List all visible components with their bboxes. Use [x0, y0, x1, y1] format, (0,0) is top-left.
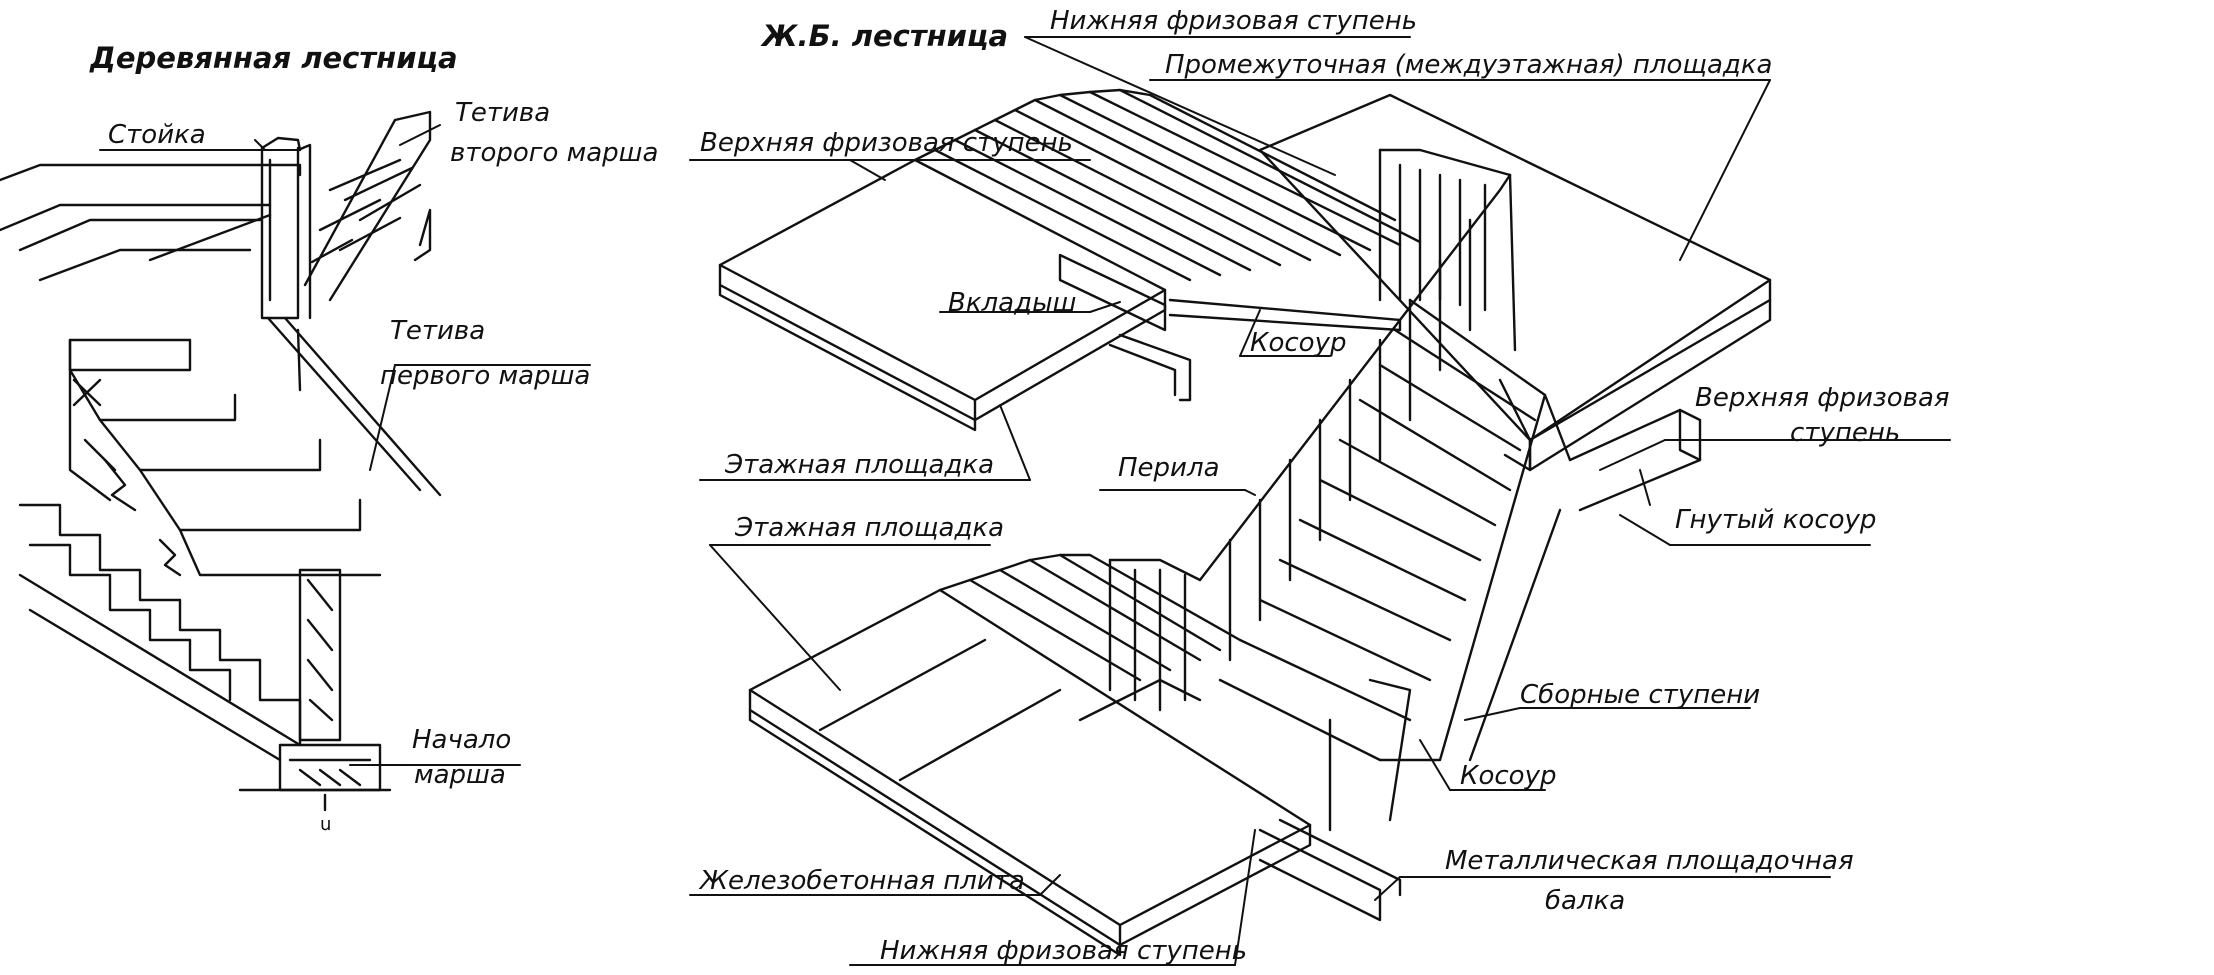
label-stringer-lower: Косоур	[1460, 761, 1557, 791]
label-stringer-first-line2: первого марша	[380, 361, 591, 391]
label-stringer-second-line2: второго марша	[450, 138, 659, 168]
label-rc-slab: Железобетонная плита	[700, 866, 1025, 896]
label-insert: Вкладыш	[948, 288, 1077, 318]
label-metal-landing-beam-line1: Металлическая площадочная	[1445, 846, 1854, 876]
label-flight-start-line1: Начало	[412, 725, 512, 755]
label-stringer-upper: Косоур	[1250, 328, 1347, 358]
wooden-stair-drawing: u	[0, 110, 442, 835]
label-prefab-steps: Сборные ступени	[1520, 680, 1761, 710]
label-upper-frieze-step-left: Верхняя фризовая ступень	[700, 128, 1073, 158]
concrete-stair-drawing	[718, 88, 1772, 957]
label-railing: Перила	[1118, 453, 1220, 483]
label-post: Стойка	[108, 120, 206, 150]
label-upper-frieze-step-right-line2: ступень	[1790, 418, 1901, 448]
label-upper-frieze-step-right-line1: Верхняя фризовая	[1695, 383, 1950, 413]
label-lower-frieze-step-top: Нижняя фризовая ступень	[1050, 6, 1418, 36]
label-intermediate-landing: Промежуточная (междуэтажная) площадка	[1165, 50, 1773, 80]
label-floor-landing-upper: Этажная площадка	[725, 450, 995, 480]
leader-lines	[99, 36, 1951, 966]
concrete-stair-title: Ж.Б. лестница	[762, 19, 1009, 53]
label-floor-landing-lower: Этажная площадка	[735, 513, 1005, 543]
label-flight-start-line2: марша	[414, 760, 506, 790]
label-stringer-second-line1: Тетива	[455, 98, 551, 128]
wooden-stair-title: Деревянная лестница	[90, 41, 458, 75]
label-bent-stringer: Гнутый косоур	[1675, 505, 1877, 535]
label-stringer-first-line1: Тетива	[390, 316, 486, 346]
label-metal-landing-beam-line2: балка	[1545, 886, 1626, 916]
svg-text:u: u	[320, 814, 331, 835]
label-lower-frieze-step-bottom: Нижняя фризовая ступень	[880, 936, 1248, 966]
